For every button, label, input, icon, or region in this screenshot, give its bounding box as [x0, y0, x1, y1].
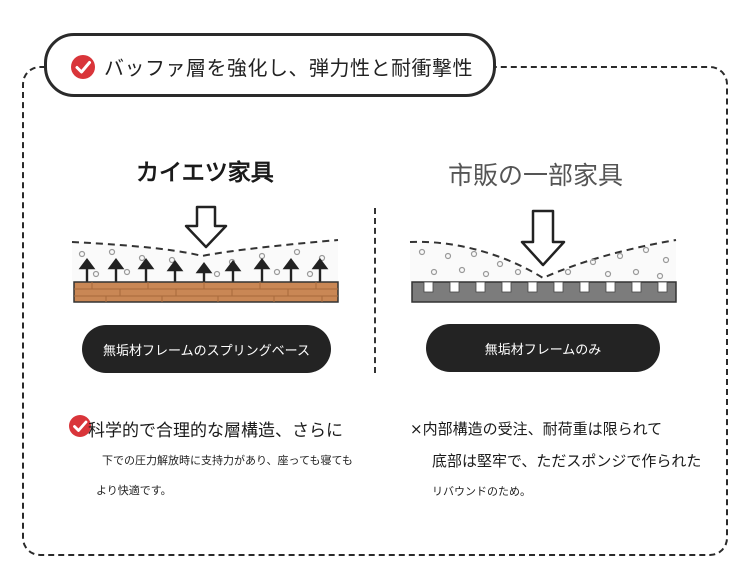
left-desc-line-1: 科学的で合理的な層構造、さらに: [88, 421, 343, 441]
left-base-label: 無垢材フレームのスプリングベース: [82, 325, 331, 373]
right-heading: 市販の一部家具: [448, 161, 624, 190]
title-banner: [44, 33, 496, 97]
page-title: バッファ層を強化し、弾力性と耐衝撃性: [104, 56, 473, 80]
check-icon: [71, 55, 95, 79]
right-desc-line-2: 底部は堅牢で、ただスポンジで作られた: [432, 452, 702, 470]
left-cushion-diagram: [71, 239, 339, 303]
down-arrow-icon: [520, 209, 566, 267]
left-heading: カイエツ家具: [136, 160, 274, 186]
right-cushion-diagram: [409, 239, 677, 303]
column-divider: [374, 208, 376, 373]
right-desc-line-1: ×内部構造の受注、耐荷重は限られて: [410, 420, 663, 438]
left-desc-line-3: より快適です。: [96, 484, 172, 497]
left-desc-line-2: 下での圧力解放時に支持力があり、座っても寝ても: [102, 454, 353, 467]
check-icon: [69, 415, 91, 437]
right-desc-line-3: リバウンドのため。: [432, 485, 531, 498]
down-arrow-icon: [184, 205, 228, 249]
right-base-label: 無垢材フレームのみ: [426, 324, 660, 372]
